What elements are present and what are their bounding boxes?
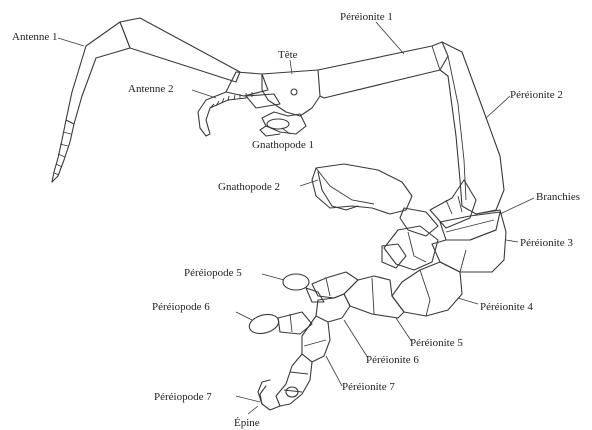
pereiopod-6-drawing <box>247 311 312 336</box>
gills-drawing <box>440 212 500 240</box>
label-antenne-1: Antenne 1 <box>12 31 58 43</box>
label-pereionite-5: Péréionite 5 <box>410 337 463 349</box>
pereionite-4-drawing <box>392 262 462 316</box>
gnathopod-2-drawing <box>312 164 476 236</box>
label-antenne-2: Antenne 2 <box>128 83 174 95</box>
pereiopod-7-drawing <box>258 354 312 410</box>
label-pereiopode-5: Péréiopode 5 <box>184 267 242 279</box>
pereionite-6-7-drawing <box>302 294 350 362</box>
head-drawing <box>262 70 320 116</box>
pereionite-3-drawing <box>432 210 506 272</box>
label-branchies: Branchies <box>536 191 580 203</box>
label-pereionite-3: Péréionite 3 <box>520 237 573 249</box>
label-pereionite-1: Péréionite 1 <box>340 11 393 23</box>
antenna-1-drawing <box>52 18 240 182</box>
label-pereionite-4: Péréionite 4 <box>480 301 533 313</box>
pereiopod-5-drawing <box>283 272 358 302</box>
label-gnathopode-2: Gnathopode 2 <box>218 181 280 193</box>
label-pereionite-7: Péréionite 7 <box>342 381 395 393</box>
label-epine: Épine <box>234 417 260 429</box>
label-tete: Tête <box>278 49 298 61</box>
label-gnathopode-1: Gnathopode 1 <box>252 139 314 151</box>
pereionite-1-2-drawing <box>318 42 504 214</box>
pereionite-5-drawing <box>344 276 404 318</box>
labels: Antenne 1 Antenne 2 Tête Péréionite 1 Pé… <box>12 11 580 429</box>
label-pereionite-6: Péréionite 6 <box>366 354 419 366</box>
label-pereionite-2: Péréionite 2 <box>510 89 563 101</box>
label-pereiopode-6: Péréiopode 6 <box>152 301 210 313</box>
label-pereiopode-7: Péréiopode 7 <box>154 391 212 403</box>
